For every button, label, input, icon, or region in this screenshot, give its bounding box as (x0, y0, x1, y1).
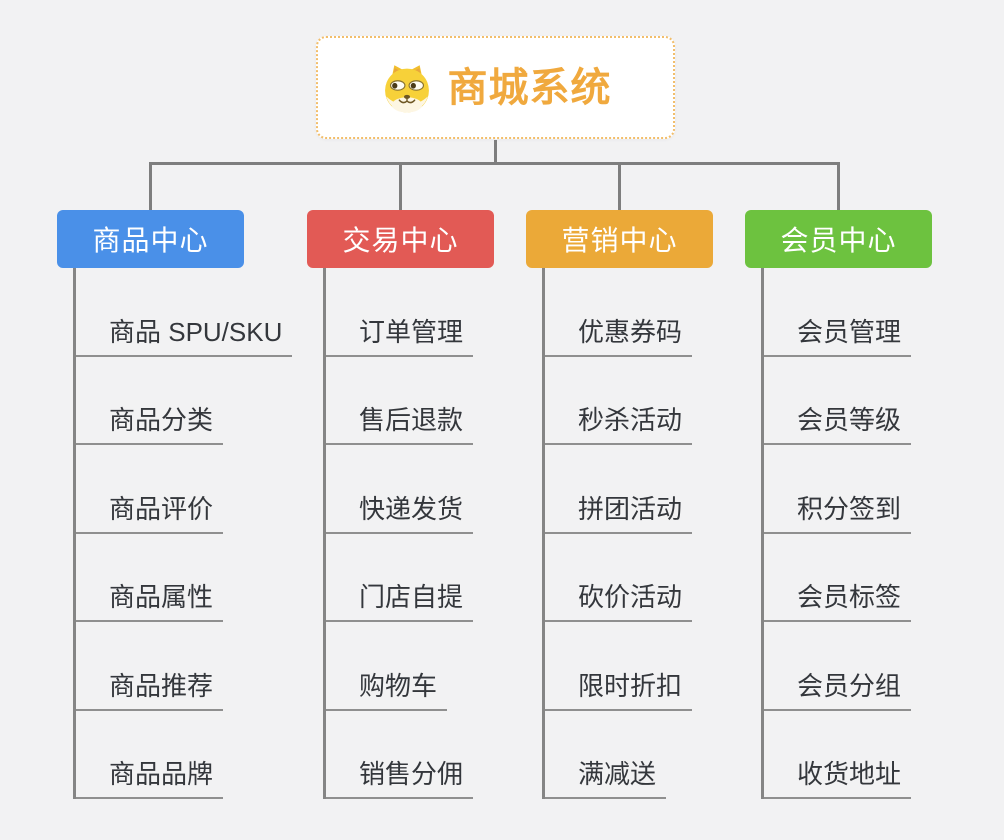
mindmap-item: 会员分组 (764, 622, 985, 711)
item-label[interactable]: 商品推荐 (76, 671, 224, 711)
root-node[interactable]: 商城系统 (316, 36, 675, 139)
branch-header-members[interactable]: 会员中心 (745, 210, 932, 268)
mindmap-item: 商品评价 (76, 445, 297, 534)
connector-drop-products (149, 162, 152, 210)
mindmap-item: 砍价活动 (545, 534, 766, 622)
mindmap-item: 限时折扣 (545, 622, 766, 711)
connector-drop-members (837, 162, 840, 210)
item-label[interactable]: 会员分组 (764, 671, 912, 711)
connector-drop-marketing (618, 162, 621, 210)
item-label[interactable]: 购物车 (326, 671, 448, 711)
mindmap-item: 商品 SPU/SKU (76, 268, 297, 357)
item-label[interactable]: 优惠券码 (545, 317, 693, 357)
item-label[interactable]: 商品 SPU/SKU (76, 317, 293, 357)
mindmap-item: 会员等级 (764, 357, 985, 445)
branch-trade: 交易中心 订单管理 售后退款 快递发货 门店自提 购物车 销售分佣 (307, 210, 547, 799)
item-label[interactable]: 快递发货 (326, 494, 474, 534)
mindmap-item: 商品品牌 (76, 711, 297, 799)
branch-header-trade[interactable]: 交易中心 (307, 210, 494, 268)
mindmap-item: 满减送 (545, 711, 766, 799)
item-label[interactable]: 销售分佣 (326, 759, 474, 799)
mindmap-item: 秒杀活动 (545, 357, 766, 445)
item-label[interactable]: 秒杀活动 (545, 405, 693, 445)
connector-drop-trade (399, 162, 402, 210)
item-label[interactable]: 拼团活动 (545, 494, 693, 534)
mindmap-item: 购物车 (326, 622, 547, 711)
item-label[interactable]: 收货地址 (764, 759, 912, 799)
item-label[interactable]: 售后退款 (326, 405, 474, 445)
item-label[interactable]: 限时折扣 (545, 671, 693, 711)
mindmap-item: 收货地址 (764, 711, 985, 799)
item-label[interactable]: 满减送 (545, 759, 667, 799)
branch-products: 商品中心 商品 SPU/SKU 商品分类 商品评价 商品属性 商品推荐 商品品牌 (57, 210, 297, 799)
item-label[interactable]: 商品分类 (76, 405, 224, 445)
branch-marketing: 营销中心 优惠券码 秒杀活动 拼团活动 砍价活动 限时折扣 满减送 (526, 210, 766, 799)
item-label[interactable]: 会员管理 (764, 317, 912, 357)
item-label[interactable]: 商品品牌 (76, 759, 224, 799)
mindmap-item: 会员管理 (764, 268, 985, 357)
item-label[interactable]: 门店自提 (326, 582, 474, 622)
branch-items-trade: 订单管理 售后退款 快递发货 门店自提 购物车 销售分佣 (323, 268, 547, 799)
branch-members: 会员中心 会员管理 会员等级 积分签到 会员标签 会员分组 收货地址 (745, 210, 985, 799)
mindmap-item: 商品推荐 (76, 622, 297, 711)
connector-root-stub (494, 140, 497, 162)
item-label[interactable]: 商品评价 (76, 494, 224, 534)
mindmap-item: 售后退款 (326, 357, 547, 445)
branch-header-products[interactable]: 商品中心 (57, 210, 244, 268)
item-label[interactable]: 积分签到 (764, 494, 912, 534)
item-label[interactable]: 商品属性 (76, 582, 224, 622)
doge-icon (384, 64, 429, 112)
mindmap-item: 拼团活动 (545, 445, 766, 534)
item-label[interactable]: 订单管理 (326, 317, 474, 357)
mindmap-item: 门店自提 (326, 534, 547, 622)
connector-horizontal-rail (149, 162, 840, 165)
branch-items-members: 会员管理 会员等级 积分签到 会员标签 会员分组 收货地址 (761, 268, 985, 799)
mindmap-item: 商品分类 (76, 357, 297, 445)
mindmap-item: 商品属性 (76, 534, 297, 622)
branch-items-marketing: 优惠券码 秒杀活动 拼团活动 砍价活动 限时折扣 满减送 (542, 268, 766, 799)
mindmap-item: 优惠券码 (545, 268, 766, 357)
mindmap-item: 会员标签 (764, 534, 985, 622)
mindmap-item: 销售分佣 (326, 711, 547, 799)
item-label[interactable]: 会员标签 (764, 582, 912, 622)
item-label[interactable]: 会员等级 (764, 405, 912, 445)
branch-items-products: 商品 SPU/SKU 商品分类 商品评价 商品属性 商品推荐 商品品牌 (73, 268, 297, 799)
mindmap-item: 积分签到 (764, 445, 985, 534)
branch-header-marketing[interactable]: 营销中心 (526, 210, 713, 268)
mindmap-item: 订单管理 (326, 268, 547, 357)
item-label[interactable]: 砍价活动 (545, 582, 693, 622)
root-title: 商城系统 (447, 65, 612, 110)
mindmap-item: 快递发货 (326, 445, 547, 534)
